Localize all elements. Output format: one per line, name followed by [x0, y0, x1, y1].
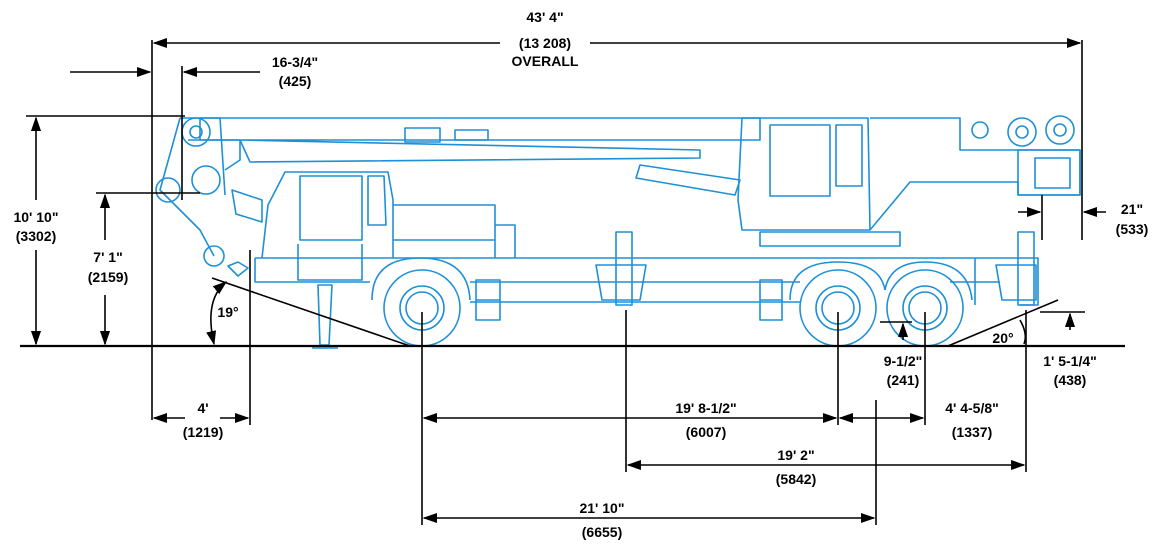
rear-height-imperial: 1' 5-1/4"	[1043, 353, 1097, 369]
front-overhang-metric: (425)	[279, 73, 312, 89]
approach-angle-line	[211, 277, 411, 347]
rear-height-metric: (438)	[1054, 372, 1087, 388]
wheelbase-metric: (6007)	[686, 424, 726, 440]
step-box-rear	[759, 279, 783, 321]
boom-plate	[404, 127, 489, 143]
carrier-cab	[261, 171, 394, 259]
counterweight	[869, 117, 1081, 231]
rear-fender-1	[789, 261, 886, 301]
step-box-front	[475, 279, 501, 321]
rear-fender-2	[884, 261, 973, 301]
chassis-rail	[300, 281, 1000, 303]
boom-height-metric: (2159)	[88, 269, 128, 285]
overall-height-metric: (3302)	[16, 228, 56, 244]
clearance-metric: (241)	[887, 372, 920, 388]
departure-angle-arc	[1019, 319, 1027, 345]
overall-length-note: OVERALL	[512, 53, 579, 69]
superstructure-window	[769, 124, 863, 197]
rear-width-metric: (533)	[1116, 221, 1149, 237]
approach-angle-arc	[206, 281, 228, 346]
departure-angle-line	[947, 299, 1059, 347]
outrigger-span-imperial: 19' 2"	[777, 447, 814, 463]
front-to-axle-imperial: 4'	[197, 400, 208, 416]
clearance-imperial: 9-1/2"	[884, 353, 923, 369]
rear-outrigger	[995, 231, 1037, 306]
tandem-metric: (1337)	[952, 424, 992, 440]
crane-illustration	[155, 115, 1081, 349]
turntable	[759, 231, 901, 247]
winch	[971, 115, 1075, 147]
overall-height-imperial: 10' 10"	[13, 209, 58, 225]
overall-length-imperial: 43' 4"	[526, 9, 563, 25]
counterweight-box	[1017, 149, 1081, 196]
front-to-axle-metric: (1219)	[183, 424, 223, 440]
boom-height-imperial: 7' 1"	[93, 249, 122, 265]
carrier-door	[297, 244, 363, 281]
dimension-labels: 43' 4" (13 208) OVERALL 16-3/4" (425) 10…	[13, 9, 1148, 540]
approach-angle-label: 19°	[217, 304, 238, 320]
wheelbase-imperial: 19' 8-1/2"	[675, 400, 736, 416]
tandem-imperial: 4' 4-5/8"	[945, 400, 999, 416]
front-to-tandem-imperial: 21' 10"	[579, 500, 624, 516]
departure-angle-label: 20°	[992, 330, 1013, 346]
front-fender	[371, 257, 471, 301]
rear-width-imperial: 21"	[1121, 201, 1143, 217]
boom-cylinder	[635, 164, 741, 196]
boom	[199, 117, 761, 163]
carrier-cab-window	[299, 175, 387, 241]
front-overhang-imperial: 16-3/4"	[272, 54, 318, 70]
superstructure-cab	[737, 117, 871, 231]
dimension-lines	[26, 37, 1106, 525]
front-to-tandem-metric: (6655)	[582, 524, 622, 540]
hook-block	[227, 261, 249, 277]
front-outrigger	[595, 231, 647, 306]
deck-box	[393, 204, 516, 258]
overall-length-metric: (13 208)	[519, 35, 571, 51]
outrigger-span-metric: (5842)	[776, 471, 816, 487]
